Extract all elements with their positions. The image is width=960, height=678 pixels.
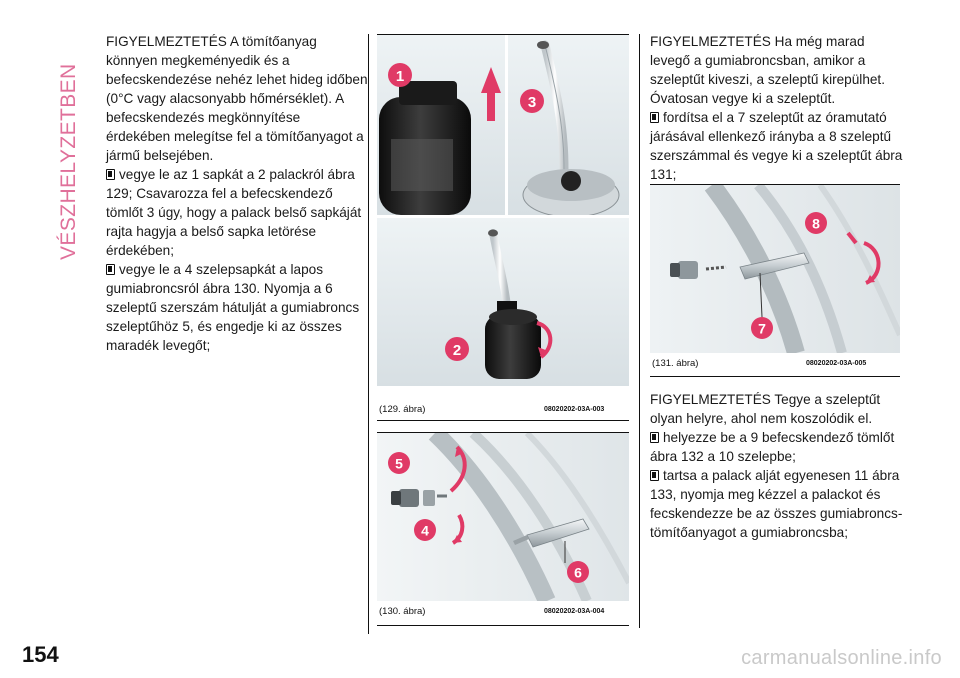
figure-129-code: 08020202-03A-003 bbox=[544, 406, 605, 413]
warning-paragraph: FIGYELMEZTETÉS Ha még marad levegő a gum… bbox=[650, 34, 885, 106]
figure-130-code: 08020202-03A-004 bbox=[544, 608, 605, 615]
step-item: vegye le az 1 sapkát a 2 palackról ábra … bbox=[106, 167, 362, 258]
checkbox-bullet-icon bbox=[106, 264, 115, 275]
svg-text:5: 5 bbox=[395, 456, 403, 472]
right-column-bottom: FIGYELMEZTETÉS Tegye a szeleptűt olyan h… bbox=[650, 390, 908, 542]
checkbox-bullet-icon bbox=[650, 470, 659, 481]
svg-text:7: 7 bbox=[758, 321, 766, 337]
left-column: FIGYELMEZTETÉS A tömítőanyag könnyen meg… bbox=[106, 32, 368, 355]
svg-text:1: 1 bbox=[396, 68, 404, 85]
figure-129: 1 3 2 bbox=[377, 35, 629, 400]
figure-border-bottom bbox=[377, 420, 629, 421]
svg-text:4: 4 bbox=[421, 523, 429, 539]
page-number: 154 bbox=[22, 642, 59, 667]
figure-130: 5 4 6 bbox=[377, 426, 632, 605]
warning-paragraph: FIGYELMEZTETÉS Tegye a szeleptűt olyan h… bbox=[650, 392, 881, 426]
figure-131-caption: (131. ábra) bbox=[652, 358, 699, 369]
step-item: helyezze be a 9 befecskendező tömlőt ábr… bbox=[650, 430, 895, 464]
figure-border-top bbox=[377, 432, 629, 433]
figure-border-bottom bbox=[650, 376, 900, 377]
step-item: tartsa a palack alját egyenesen 11 ábra … bbox=[650, 468, 903, 540]
svg-text:8: 8 bbox=[812, 216, 820, 232]
figure-border-bottom bbox=[377, 625, 629, 626]
svg-text:2: 2 bbox=[453, 342, 461, 359]
checkbox-bullet-icon bbox=[650, 112, 659, 123]
figure-131: 8 7 bbox=[650, 179, 903, 356]
column-divider bbox=[368, 34, 369, 634]
section-title: VÉSZHELYZETBEN bbox=[54, 22, 80, 262]
svg-text:3: 3 bbox=[528, 94, 536, 111]
figure-131-code: 08020202-03A-005 bbox=[806, 360, 867, 367]
column-divider bbox=[639, 34, 640, 628]
warning-paragraph: FIGYELMEZTETÉS A tömítőanyag könnyen meg… bbox=[106, 34, 368, 163]
step-item: vegye le a 4 szelepsapkát a lapos gumiab… bbox=[106, 262, 360, 353]
svg-text:VÉSZHELYZETBEN: VÉSZHELYZETBEN bbox=[57, 63, 80, 260]
right-column-top: FIGYELMEZTETÉS Ha még marad levegő a gum… bbox=[650, 32, 908, 184]
figure-border-top bbox=[377, 34, 629, 35]
figure-130-caption: (130. ábra) bbox=[379, 606, 426, 617]
figure-129-caption: (129. ábra) bbox=[379, 404, 426, 415]
svg-text:6: 6 bbox=[574, 565, 582, 581]
checkbox-bullet-icon bbox=[650, 432, 659, 443]
figure-border-top bbox=[650, 184, 900, 185]
checkbox-bullet-icon bbox=[106, 169, 115, 180]
watermark: carmanualsonline.info bbox=[741, 647, 942, 669]
step-item: fordítsa el a 7 szeleptűt az óramutató j… bbox=[650, 110, 903, 182]
